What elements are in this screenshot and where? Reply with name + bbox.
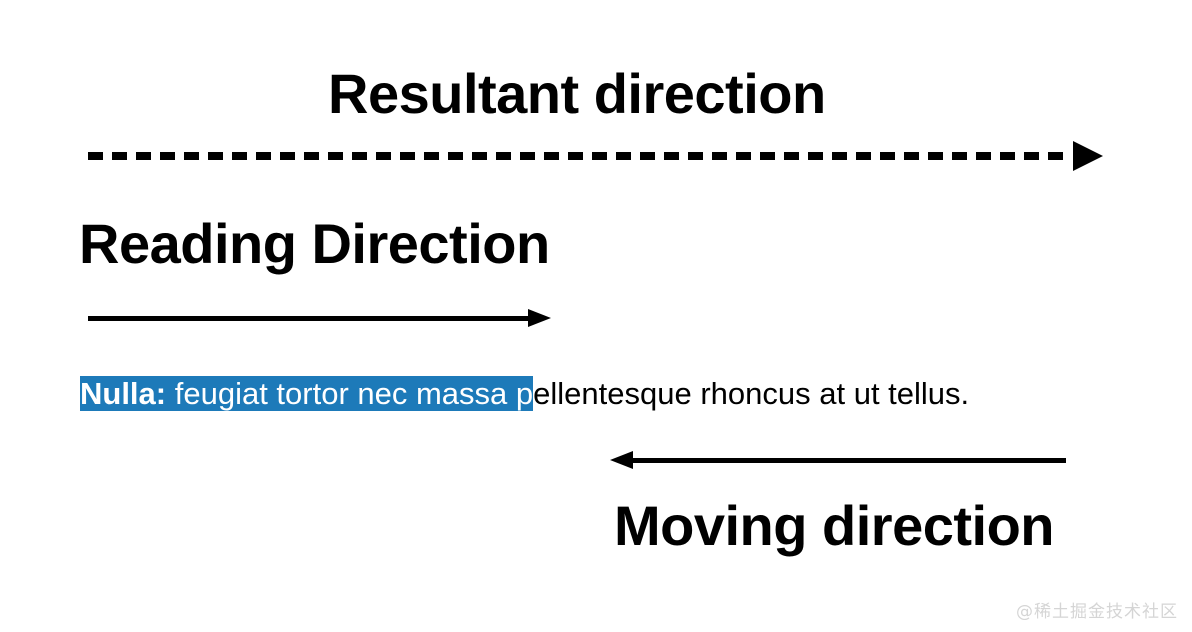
unselected-text: ellentesque rhoncus at ut tellus. — [533, 376, 970, 411]
sample-text-line[interactable]: Nulla: feugiat tortor nec massa pellente… — [80, 372, 969, 416]
selected-text-highlight[interactable]: Nulla: feugiat tortor nec massa p — [80, 376, 534, 411]
arrowhead-left-icon — [610, 451, 633, 469]
arrowhead-right-icon — [528, 309, 551, 327]
selected-text-regular: feugiat tortor nec massa p — [166, 376, 534, 411]
arrow-shaft — [630, 458, 1066, 463]
resultant-direction-label: Resultant direction — [328, 62, 826, 125]
dashed-line-segment — [88, 152, 1068, 160]
arrowhead-right-icon — [1073, 141, 1103, 171]
reading-direction-label: Reading Direction — [79, 212, 550, 275]
watermark-text: @稀土掘金技术社区 — [1016, 602, 1178, 622]
moving-direction-arrow — [610, 448, 1066, 474]
resultant-direction-arrow — [88, 138, 1112, 174]
moving-direction-label: Moving direction — [614, 494, 1055, 557]
selected-text-bold: Nulla: — [80, 376, 167, 411]
arrow-shaft — [88, 316, 533, 321]
reading-direction-arrow — [88, 306, 558, 332]
